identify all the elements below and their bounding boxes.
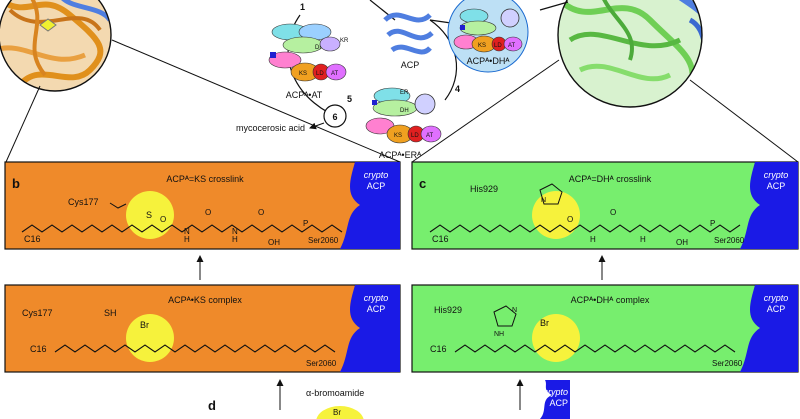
panel-c-letter: c	[419, 176, 426, 191]
bromoamide-caption: α-bromoamide	[306, 388, 364, 398]
svg-text:LD: LD	[316, 71, 324, 77]
svg-text:AT: AT	[426, 133, 434, 139]
svg-text:OH: OH	[268, 238, 280, 247]
svg-text:C16: C16	[430, 344, 447, 354]
svg-text:Ser2060: Ser2060	[306, 359, 337, 368]
svg-text:N: N	[512, 307, 517, 314]
svg-text:Ser2060: Ser2060	[712, 359, 743, 368]
panel-b-letter: b	[12, 176, 20, 191]
panel-b-complex-title: ACPᴬ•KS complex	[168, 295, 242, 305]
acp-protein: ACP	[383, 12, 434, 70]
svg-text:ACP: ACP	[367, 304, 386, 314]
svg-text:N: N	[184, 227, 190, 236]
svg-text:H: H	[184, 235, 190, 244]
svg-text:crypto: crypto	[364, 293, 389, 303]
zoom-line	[689, 79, 799, 163]
acp-at-label: ACPᴬ•AT	[286, 90, 323, 100]
svg-text:crypto: crypto	[764, 293, 789, 303]
svg-text:AT: AT	[508, 43, 516, 49]
step-4: 4	[455, 84, 460, 94]
svg-text:N: N	[232, 227, 238, 236]
svg-text:C16: C16	[432, 234, 449, 244]
panel-b-complex: crypto ACP ACPᴬ•KS complex Cys177 SH Br …	[4, 284, 401, 373]
svg-text:KS: KS	[299, 71, 307, 77]
svg-text:LD: LD	[411, 133, 419, 139]
acp-er-label: ACPᴬ•ERᴬ	[379, 150, 422, 160]
svg-text:C16: C16	[30, 344, 47, 354]
svg-text:Ser2060: Ser2060	[308, 236, 339, 245]
panel-b-title: ACPᴬ=KS crosslink	[166, 174, 244, 184]
svg-text:H: H	[590, 235, 596, 244]
svg-text:crypto: crypto	[543, 387, 568, 397]
svg-text:Br: Br	[140, 320, 149, 330]
zoom-line	[411, 59, 560, 163]
svg-text:O: O	[258, 208, 264, 217]
svg-text:H: H	[640, 235, 646, 244]
module-acp-at: DH KR KS LD AT ACPᴬ•AT	[268, 23, 349, 100]
svg-text:ACP: ACP	[367, 181, 386, 191]
svg-text:DH: DH	[315, 45, 324, 51]
svg-text:OH: OH	[676, 238, 688, 247]
svg-text:KS: KS	[478, 43, 486, 49]
svg-text:P: P	[303, 219, 308, 228]
svg-text:O: O	[205, 208, 211, 217]
svg-text:O: O	[160, 215, 166, 224]
svg-text:DH: DH	[400, 108, 409, 114]
svg-text:AT: AT	[331, 71, 339, 77]
svg-text:Cys177: Cys177	[68, 197, 99, 207]
svg-text:ER: ER	[400, 90, 409, 96]
svg-text:S: S	[146, 210, 152, 220]
highlight-circle	[532, 314, 580, 362]
highlight-circle	[126, 314, 174, 362]
svg-text:His929: His929	[470, 184, 498, 194]
zoom-line	[5, 85, 41, 163]
panel-c-complex: crypto ACP ACPᴬ•DHᴬ complex His929 N NH …	[411, 284, 799, 373]
step-6-circle	[323, 104, 347, 128]
module-acp-dh: KS LD AT ACPᴬ•DHᴬ	[447, 0, 529, 73]
acp-label: ACP	[401, 60, 420, 70]
svg-text:SH: SH	[104, 308, 117, 318]
svg-text:Br: Br	[333, 408, 341, 417]
panel-d-letter: d	[208, 398, 216, 413]
highlight-circle	[126, 191, 174, 239]
svg-text:ACP: ACP	[549, 398, 568, 408]
svg-text:Cys177: Cys177	[22, 308, 53, 318]
zoom-line	[111, 39, 401, 163]
svg-text:crypto: crypto	[364, 170, 389, 180]
svg-text:LD: LD	[494, 43, 502, 49]
svg-text:P: P	[710, 219, 715, 228]
svg-text:O: O	[610, 208, 616, 217]
svg-text:His929: His929	[434, 305, 462, 315]
panel-b: crypto ACP b ACPᴬ=KS crosslink Cys177 S …	[4, 161, 401, 250]
svg-text:Br: Br	[540, 318, 549, 328]
panel-c-title: ACPᴬ=DHᴬ crosslink	[569, 174, 652, 184]
svg-text:N: N	[541, 197, 546, 204]
step-5: 5	[347, 94, 352, 104]
step-6: 6	[332, 112, 337, 122]
svg-text:NH: NH	[494, 331, 504, 338]
panel-c-complex-title: ACPᴬ•DHᴬ complex	[571, 295, 650, 305]
left-protein-zoom	[0, 0, 112, 92]
svg-text:H: H	[232, 235, 238, 244]
svg-text:C16: C16	[24, 234, 41, 244]
svg-text:crypto: crypto	[764, 170, 789, 180]
step-1: 1	[300, 2, 305, 12]
acp-dh-label: ACPᴬ•DHᴬ	[467, 56, 511, 66]
module-acp-er: ER DH KS LD AT ACPᴬ•ERᴬ	[365, 87, 442, 160]
svg-text:KR: KR	[340, 38, 349, 44]
panel-d: d α-bromoamide Br crypto ACP	[208, 379, 570, 419]
svg-text:ACP: ACP	[767, 181, 786, 191]
svg-text:ACP: ACP	[767, 304, 786, 314]
panel-c: crypto ACP c ACPᴬ=DHᴬ crosslink His929 N…	[411, 161, 799, 250]
right-protein-zoom	[557, 0, 703, 108]
svg-text:KS: KS	[394, 133, 402, 139]
product-label: mycocerosic acid	[236, 123, 305, 133]
svg-text:Ser2060: Ser2060	[714, 236, 745, 245]
svg-text:O: O	[567, 215, 573, 224]
